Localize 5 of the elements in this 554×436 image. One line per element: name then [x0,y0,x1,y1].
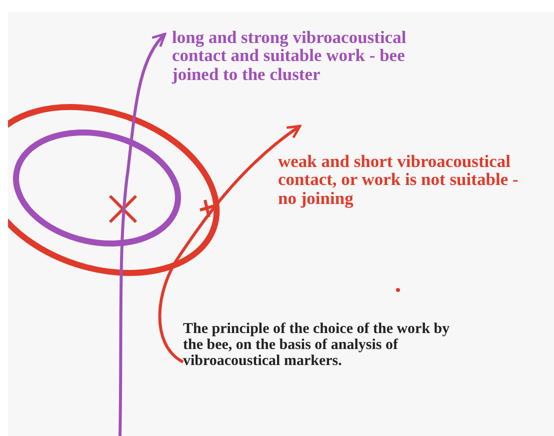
note-text: long and strong vibroacoustical contact and suitable work - bee joined to the cluster [172,28,447,84]
arrow [118,32,166,436]
caption-text: The principle of the choice of the work by the bee, on the basis of analysis of vibroacoustical markers. [183,322,451,370]
note-text: weak and short vibroacoustical contact, or work is not suitable - no joining [278,152,528,208]
arrow [158,124,302,364]
